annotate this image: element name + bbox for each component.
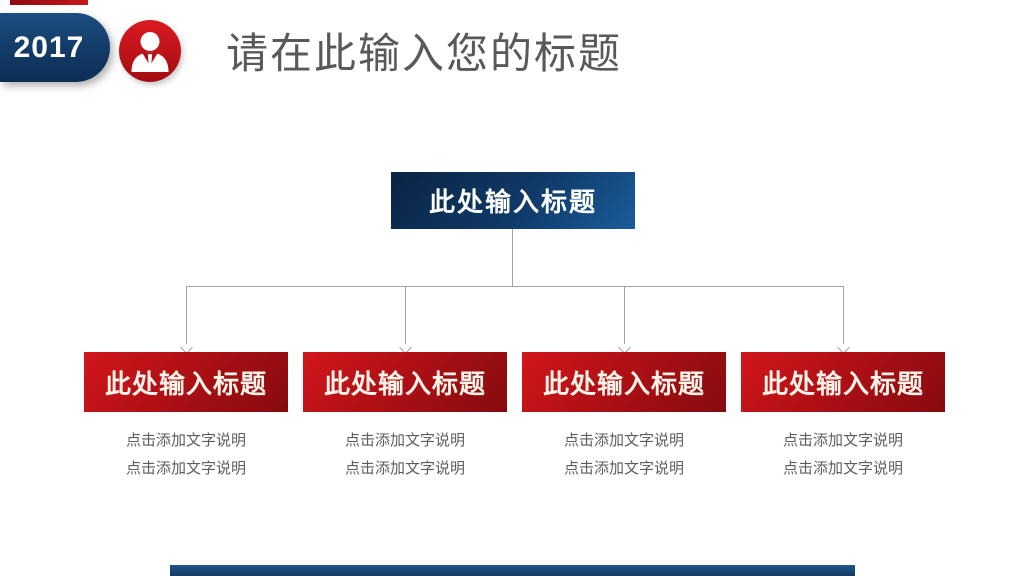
branch-2-caption-1[interactable]: 点击添加文字说明 — [344, 432, 465, 449]
bottom-accent-bar — [170, 565, 855, 576]
connector-drop-1 — [186, 286, 187, 344]
org-chart-root-box[interactable]: 此处输入标题 — [391, 172, 635, 229]
person-icon — [119, 20, 181, 82]
connector-stem — [512, 229, 513, 286]
connector-drop-3 — [624, 286, 625, 344]
branch-3-caption-1[interactable]: 点击添加文字说明 — [563, 432, 684, 449]
org-chart-branch-box-3[interactable]: 此处输入标题 — [522, 352, 726, 412]
branch-2-caption-2[interactable]: 点击添加文字说明 — [344, 460, 465, 477]
year-badge-label: 2017 — [13, 30, 85, 64]
org-chart-branch-box-4[interactable]: 此处输入标题 — [741, 352, 945, 412]
connector-horizontal — [186, 286, 843, 287]
branch-4-caption-1[interactable]: 点击添加文字说明 — [782, 432, 903, 449]
branch-3-caption-2[interactable]: 点击添加文字说明 — [563, 460, 684, 477]
avatar-badge — [119, 20, 181, 82]
year-badge: 2017 — [0, 13, 110, 82]
top-accent-bar — [10, 0, 88, 5]
branch-4-caption-2[interactable]: 点击添加文字说明 — [782, 460, 903, 477]
connector-drop-2 — [405, 286, 406, 344]
branch-1-caption-2[interactable]: 点击添加文字说明 — [125, 460, 246, 477]
org-chart-branch-box-2[interactable]: 此处输入标题 — [303, 352, 507, 412]
connector-drop-4 — [843, 286, 844, 344]
slide-title[interactable]: 请在此输入您的标题 — [226, 30, 623, 77]
org-chart-branch-box-1[interactable]: 此处输入标题 — [84, 352, 288, 412]
branch-1-caption-1[interactable]: 点击添加文字说明 — [125, 432, 246, 449]
